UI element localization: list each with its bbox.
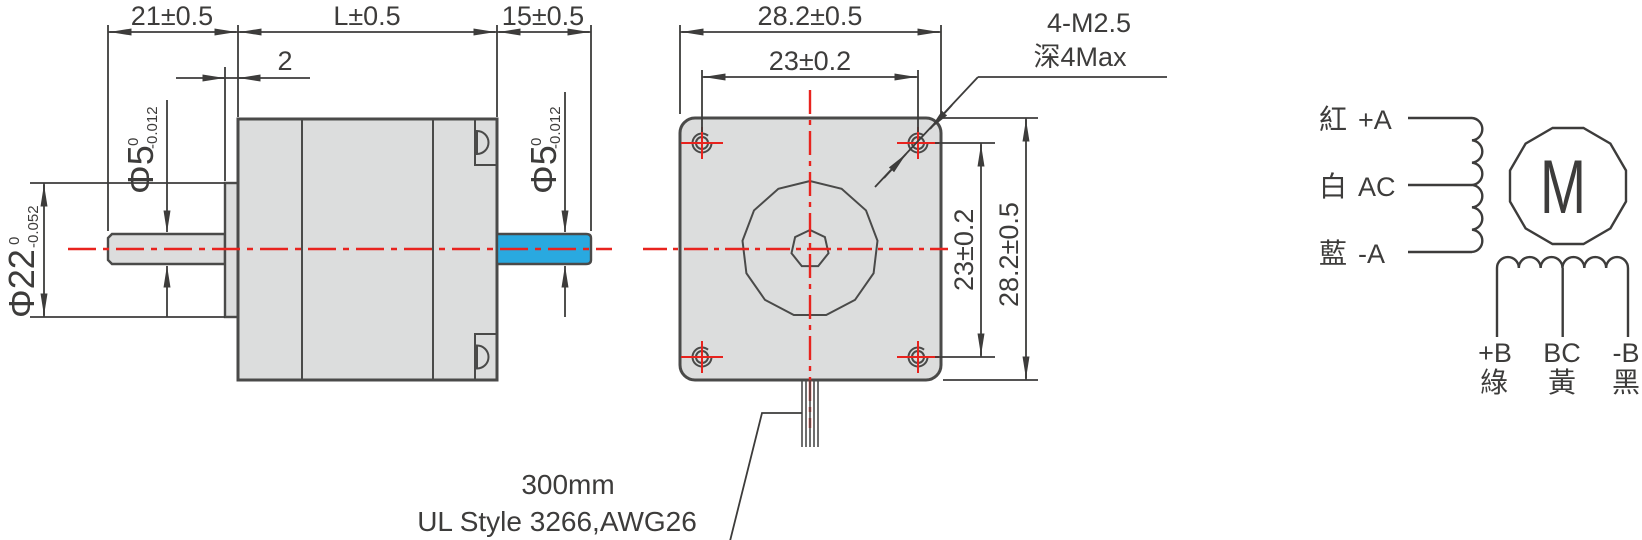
cable-length: 300mm — [521, 469, 614, 500]
rear-shaft-diameter-dimension: Φ5 0 -0.012 — [523, 92, 569, 317]
side-top-dimension: 21±0.5 L±0.5 15±0.5 — [108, 1, 591, 36]
terminal-minus-a: -A — [1358, 239, 1385, 269]
hole-crosshairs — [681, 127, 939, 373]
pilot-width-dimension: 2 — [176, 46, 310, 82]
wire-color-yellow: 黃 — [1548, 367, 1576, 398]
terminal-bc: BC — [1543, 338, 1581, 368]
dia-pilot-tol-upper: 0 — [6, 237, 23, 245]
dia-pilot-base: Φ22 — [1, 249, 42, 318]
wiring-diagram: M 紅 +A 白 AC 藍 -A +B BC -B 綠 黃 黑 — [1319, 104, 1640, 398]
screw-notch-top — [474, 118, 498, 166]
depth-note: 深4Max — [1033, 42, 1127, 72]
lead-wires — [801, 380, 819, 447]
wire-color-green: 綠 — [1480, 367, 1508, 398]
thread-note: 4-M2.5 — [1047, 8, 1131, 38]
side-view: 21±0.5 L±0.5 15±0.5 2 Φ22 0 -0.052 — [1, 1, 612, 382]
dim-height-right: 28.2±0.5 — [994, 202, 1024, 307]
dim-hole-spacing-right: 23±0.2 — [949, 209, 979, 291]
terminal-plus-b: +B — [1478, 338, 1512, 368]
phase-b-winding — [1495, 255, 1630, 269]
cable-spec: UL Style 3266,AWG26 — [417, 506, 697, 537]
terminal-minus-b: -B — [1613, 338, 1640, 368]
wire-color-black: 黑 — [1612, 367, 1640, 398]
motor-symbol-letter: M — [1540, 145, 1586, 230]
dim-pilot-width: 2 — [277, 46, 292, 76]
phase-b-leads — [1495, 268, 1630, 337]
front-right-dimensions: 23±0.2 28.2±0.5 — [935, 117, 1038, 381]
pilot-diameter-dimension: Φ22 0 -0.052 — [1, 183, 48, 318]
dim-width-top: 28.2±0.5 — [758, 1, 863, 31]
dia-rear-shaft-tol-lower: -0.012 — [547, 106, 564, 149]
front-top-dimensions: 28.2±0.5 23±0.2 — [679, 1, 942, 132]
terminal-ac: AC — [1358, 172, 1396, 202]
dia-rear-shaft-tol-upper: 0 — [528, 138, 545, 146]
front-view: 28.2±0.5 23±0.2 23±0.2 28.2±0.5 — [417, 1, 1167, 540]
terminal-plus-a: +A — [1358, 105, 1392, 135]
dim-front-length: 21±0.5 — [131, 1, 213, 31]
wire-color-red: 紅 — [1319, 104, 1347, 135]
motor-symbol-circle — [1508, 126, 1628, 246]
wire-color-blue: 藍 — [1319, 238, 1347, 269]
screw-notch-bottom — [474, 333, 498, 381]
phase-a-winding — [1471, 116, 1484, 254]
side-extension-lines — [30, 25, 592, 318]
phase-b-labels: +B BC -B 綠 黃 黑 — [1478, 338, 1640, 398]
dia-front-shaft-tol-lower: -0.012 — [144, 106, 161, 149]
dia-front-shaft-tol-upper: 0 — [125, 138, 142, 146]
cable-note: 300mm UL Style 3266,AWG26 — [417, 412, 802, 540]
dim-body-length: L±0.5 — [333, 1, 400, 31]
dia-front-shaft-base: Φ5 — [120, 145, 161, 194]
phase-a-labels: 紅 +A 白 AC 藍 -A — [1319, 104, 1396, 269]
thread-callout: 4-M2.5 深4Max — [874, 8, 1167, 188]
front-shaft-diameter-dimension: Φ5 0 -0.012 — [120, 100, 171, 317]
dia-rear-shaft-base: Φ5 — [523, 145, 564, 194]
phase-a-leads — [1408, 116, 1472, 254]
wire-color-white: 白 — [1319, 171, 1347, 202]
dim-rear-shaft-length: 15±0.5 — [502, 1, 584, 31]
dim-hole-spacing-top: 23±0.2 — [769, 46, 851, 76]
rear-shaft — [495, 232, 593, 266]
dia-pilot-tol-lower: -0.052 — [25, 205, 42, 248]
